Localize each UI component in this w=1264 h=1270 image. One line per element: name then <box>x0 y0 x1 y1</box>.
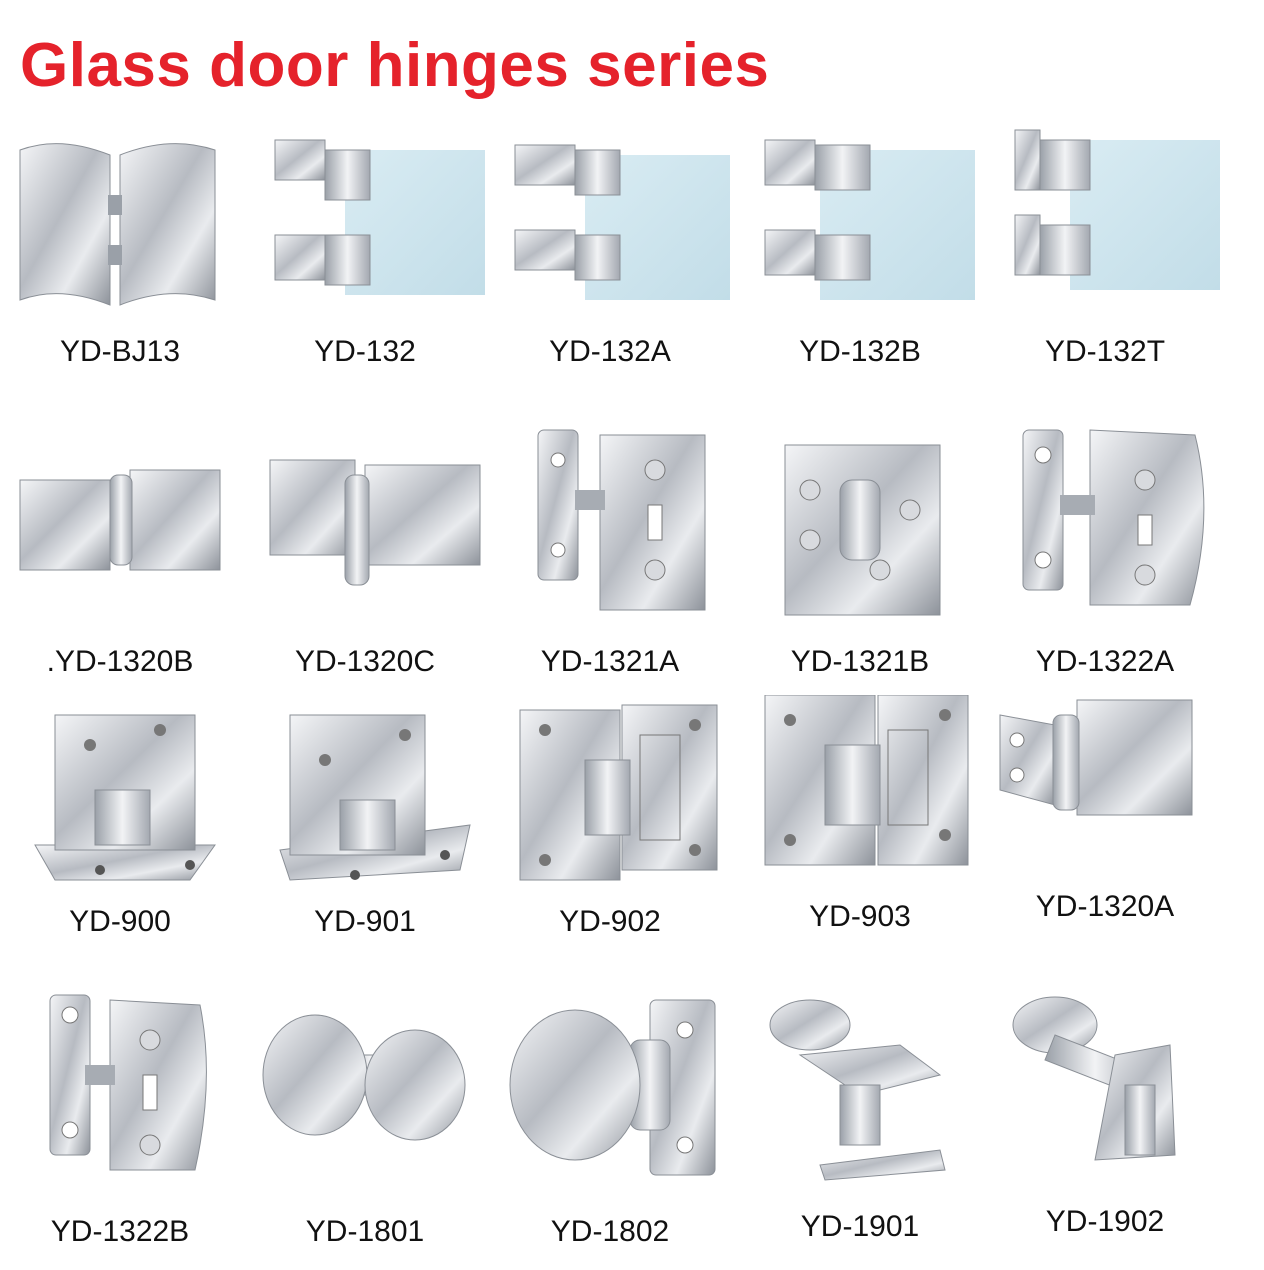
product-code: .YD-1320B <box>46 645 194 678</box>
product-code: YD-132T <box>1044 335 1166 368</box>
product-code: YD-1322A <box>1035 645 1175 678</box>
product-code: YD-1902 <box>1045 1205 1165 1238</box>
product-image-hinge <box>740 985 980 1185</box>
product-image-hinge <box>0 115 240 315</box>
product-code: YD-BJ13 <box>59 335 181 368</box>
product-image-hinge <box>490 695 730 895</box>
product-code: YD-1320A <box>1035 890 1175 923</box>
product-code: YD-903 <box>809 900 911 933</box>
product-image-hinge <box>985 115 1225 315</box>
product-image-hinge <box>490 420 730 620</box>
product-code: YD-1322B <box>50 1215 190 1248</box>
product-image-hinge <box>740 115 980 315</box>
product-image-hinge <box>245 115 485 315</box>
product-image-hinge <box>245 695 485 895</box>
product-code: YD-132 <box>314 335 416 368</box>
product-code: YD-132A <box>549 335 671 368</box>
product-image-hinge <box>985 985 1225 1185</box>
page-title: Glass door hinges series <box>20 31 770 100</box>
product-code: YD-901 <box>314 905 416 938</box>
product-image-hinge <box>740 695 980 895</box>
product-image-hinge <box>245 420 485 620</box>
product-image-hinge <box>0 420 240 620</box>
product-code: YD-1901 <box>800 1210 920 1243</box>
product-code: YD-1802 <box>550 1215 670 1248</box>
product-image-hinge <box>490 985 730 1185</box>
product-image-hinge <box>740 420 980 620</box>
product-image-hinge <box>245 985 485 1185</box>
product-image-hinge <box>490 115 730 315</box>
product-image-hinge <box>0 695 240 895</box>
product-image-hinge <box>0 985 240 1185</box>
product-code: YD-1321A <box>540 645 680 678</box>
product-code: YD-902 <box>559 905 661 938</box>
product-code: YD-1320C <box>294 645 436 678</box>
product-image-hinge <box>985 420 1225 620</box>
product-image-hinge <box>985 695 1225 895</box>
product-code: YD-1321B <box>790 645 930 678</box>
product-code: YD-900 <box>69 905 171 938</box>
product-code: YD-1801 <box>305 1215 425 1248</box>
product-code: YD-132B <box>799 335 921 368</box>
